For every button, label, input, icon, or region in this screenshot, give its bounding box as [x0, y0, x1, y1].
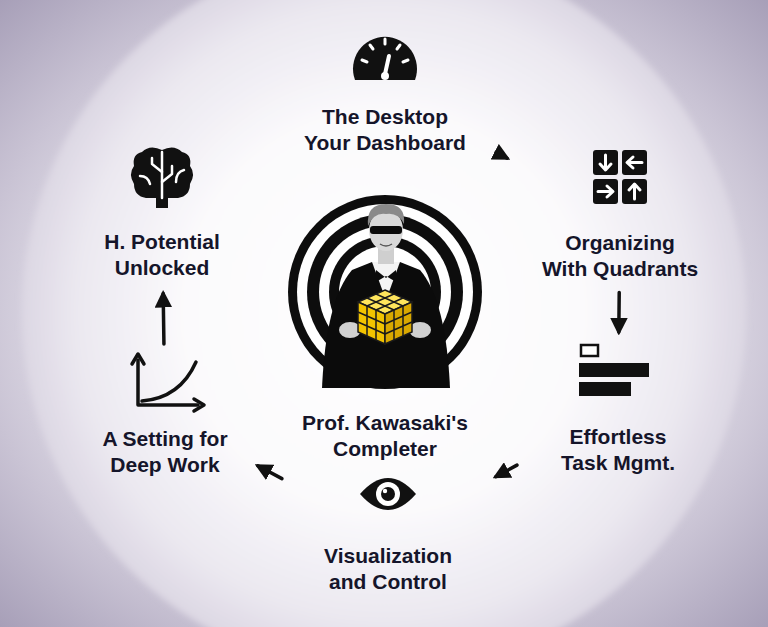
step-node: H. Potential Unlocked: [63, 145, 261, 284]
flow-arrow: [496, 152, 507, 158]
quadrant-icon: [593, 150, 647, 204]
icon-space: [388, 475, 389, 543]
step-node: The Desktop Your Dashboard: [281, 30, 489, 159]
icon-space: [165, 354, 166, 426]
flow-arrow: [161, 293, 165, 344]
flow-arrow: [496, 465, 517, 477]
icon-space: [620, 152, 621, 230]
icon-space: [618, 344, 619, 424]
brain-icon: [131, 147, 193, 208]
flow-arrow: [617, 293, 621, 333]
center-emblem: [288, 195, 482, 389]
eye-icon: [360, 478, 416, 510]
step-node: Visualization and Control: [289, 473, 487, 598]
step-label: Organizing With Quadrants: [520, 230, 720, 283]
center-label: Prof. Kawasaki's Completer: [285, 410, 485, 463]
icon-space: [385, 32, 386, 104]
flow-arrow: [258, 466, 282, 479]
step-label: H. Potential Unlocked: [67, 229, 257, 282]
step-label: The Desktop Your Dashboard: [285, 104, 485, 157]
step-node: Effortless Task Mgmt.: [524, 342, 712, 479]
step-node: A Setting for Deep Work: [81, 352, 249, 481]
step-label: Visualization and Control: [293, 543, 483, 596]
step-label: Effortless Task Mgmt.: [528, 424, 708, 477]
gauge-icon: [353, 37, 417, 80]
step-label: A Setting for Deep Work: [85, 426, 245, 479]
backdrop-disc: [22, 0, 746, 627]
task-bars-icon: [579, 345, 649, 396]
icon-space: [162, 147, 163, 229]
growth-chart-icon: [132, 354, 204, 411]
step-node: Organizing With Quadrants: [516, 150, 724, 285]
center-title: Prof. Kawasaki's Completer: [281, 408, 489, 465]
